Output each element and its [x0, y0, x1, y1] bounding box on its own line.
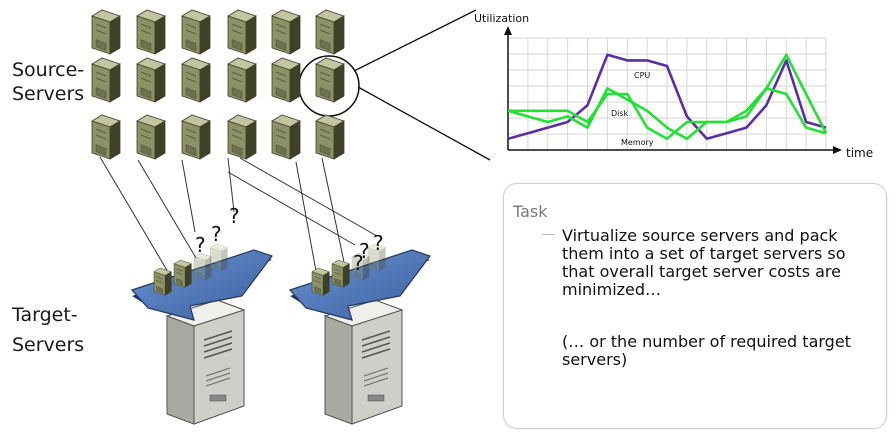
question-mark: ? [195, 233, 206, 257]
server-icon [91, 114, 121, 160]
task-title: Task [513, 202, 548, 221]
assignment-line [239, 157, 378, 237]
server-icon [181, 9, 211, 55]
server-icon [136, 114, 166, 160]
assignment-line [99, 156, 169, 273]
server-icon [315, 114, 345, 160]
assignment-line [227, 171, 356, 246]
task-note: (… or the number of required target serv… [562, 332, 851, 369]
y-axis-arrow-icon [504, 26, 512, 35]
target-servers-label: Target- Servers [12, 300, 84, 360]
server-icon [153, 267, 172, 296]
series-label-disk: Disk [611, 109, 629, 118]
server-icon [271, 57, 301, 103]
target-label-line1: Target- [12, 304, 78, 326]
tower-server-icon [323, 299, 404, 425]
target-label-line2: Servers [12, 334, 85, 356]
server-icon [209, 243, 228, 272]
assignment-line [137, 159, 197, 259]
question-mark: ? [359, 239, 370, 263]
source-label-line2: Servers [12, 83, 85, 105]
zoom-line-top [353, 9, 477, 72]
question-mark: ? [229, 204, 240, 228]
assignment-line [227, 157, 235, 213]
assignment-line [181, 159, 196, 233]
task-description: Virtualize source servers and pack them … [562, 226, 846, 299]
question-mark: ? [211, 222, 222, 246]
task-box: Task Virtualize source servers and pack … [503, 183, 887, 429]
server-icon [331, 259, 350, 288]
server-icon [227, 57, 257, 103]
tower-server-icon [165, 299, 246, 425]
server-icon [193, 252, 212, 281]
server-icon [271, 9, 301, 55]
target-server [130, 243, 273, 425]
chart-grid [507, 37, 827, 151]
server-icon [227, 114, 257, 160]
server-icon [91, 9, 121, 55]
chart-series [507, 53, 828, 141]
utilization-chart: Utilization time CPU Disk Memory [474, 12, 873, 160]
assignment-line [295, 161, 319, 283]
assignment-line [321, 157, 345, 263]
x-axis-arrow-icon [833, 146, 842, 154]
source-label-line1: Source- [12, 59, 85, 81]
target-server [288, 243, 431, 425]
y-axis-label: Utilization [474, 12, 529, 25]
assignment-lines [99, 156, 378, 283]
series-label-memory: Memory [621, 138, 654, 147]
server-icon [136, 57, 166, 103]
question-marks: ? ? ? ? ? ? [195, 204, 384, 275]
server-icon [315, 57, 345, 103]
server-icon [367, 243, 386, 272]
server-icon [311, 267, 330, 296]
server-icon [181, 114, 211, 160]
question-mark: ? [373, 231, 384, 255]
question-mark: ? [353, 251, 364, 275]
zoom-line-bottom [357, 86, 491, 161]
series-line-disk [507, 53, 828, 141]
x-axis-label: time [846, 146, 873, 160]
server-icon [271, 114, 301, 160]
server-icon [227, 9, 257, 55]
server-icon [181, 57, 211, 103]
series-line-memory [508, 87, 827, 141]
server-icon [351, 252, 370, 281]
server-icon [315, 9, 345, 55]
bullet-dash [542, 234, 555, 235]
source-servers-grid [91, 9, 345, 160]
target-servers [130, 243, 431, 425]
server-icon [173, 259, 192, 288]
server-icon [136, 9, 166, 55]
series-label-cpu: CPU [634, 71, 650, 80]
source-servers-label: Source- Servers [12, 58, 84, 106]
server-icon [91, 57, 121, 103]
